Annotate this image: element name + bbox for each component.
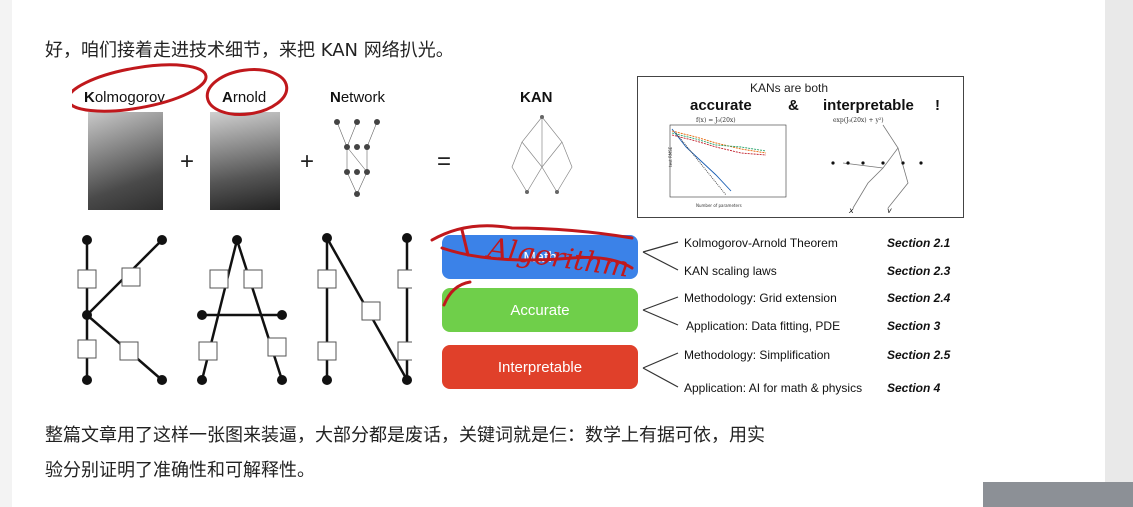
math-pill: Math (442, 235, 638, 279)
panel-accurate: accurate (690, 97, 752, 114)
panel-interpretable: interpretable (823, 97, 914, 114)
arnold-photo (210, 112, 280, 210)
scroll-gutter (1105, 0, 1133, 507)
kan-header: KAN (520, 89, 553, 106)
article-page: 好，咱们接着走进技术细节，来把 KAN 网络扒光。 Kolmogorov Arn… (12, 0, 1105, 507)
video-thumbnail[interactable] (983, 482, 1133, 507)
article-paragraph-2-cont: 验分别证明了准确性和可解释性。 (45, 460, 315, 481)
row-section: Section 2.5 (887, 348, 951, 362)
panel-exclaim: ! (935, 97, 940, 114)
panel-formula-left: f(x) = J₀(20x) (696, 117, 736, 124)
pill-arrows (642, 241, 679, 388)
interpretable-graph: x y (831, 124, 923, 213)
row-label: KAN scaling laws (684, 264, 777, 278)
plus-operator: + (180, 148, 195, 175)
var-x-label: x (848, 206, 854, 213)
row-section: Section 3 (887, 319, 941, 333)
kan-letters-diagram (77, 233, 412, 385)
var-y-label: y (886, 206, 892, 213)
kan-summary-panel: KANs are both accurate & interpretable !… (637, 76, 964, 218)
row-section: Section 2.3 (887, 264, 951, 278)
red-ink-annotations: Algorithm (72, 63, 634, 307)
interpretable-pill: Interpretable (442, 345, 638, 389)
kan-diagram (511, 115, 573, 194)
handwritten-algorithm: Algorithm (483, 231, 631, 284)
row-section: Section 4 (887, 381, 941, 395)
row-label: Methodology: Simplification (684, 348, 831, 362)
panel-ampersand: & (788, 97, 799, 114)
kolmogorov-photo (88, 112, 163, 210)
scaling-plot: Number of parameters test RMSE (668, 124, 787, 208)
plus-operator: + (300, 148, 315, 175)
arnold-header: Arnold (222, 89, 267, 106)
row-label: Application: AI for math & physics (684, 381, 863, 395)
row-label: Methodology: Grid extension (684, 291, 837, 305)
row-section: Section 2.1 (887, 236, 951, 250)
kolmogorov-header: Kolmogorov (84, 89, 165, 106)
scaling-plot-xlabel: Number of parameters (696, 203, 742, 208)
article-paragraph-1: 好，咱们接着走进技术细节，来把 KAN 网络扒光。 (45, 40, 454, 61)
network-header: Network (330, 89, 386, 106)
network-diagram (334, 119, 380, 197)
equals-operator: = (437, 148, 452, 175)
panel-formula-right: exp(J₀(20x) + y²) (833, 117, 884, 124)
article-paragraph-2: 整篇文章用了这样一张图来装逼，大部分都是废话，关键词就是仨：数学上有据可依，用实 (45, 425, 765, 446)
row-label: Kolmogorov-Arnold Theorem (684, 236, 838, 250)
kan-overview-figure: Kolmogorov Arnold Network KAN + + = (72, 63, 972, 410)
accurate-pill: Accurate (442, 288, 638, 332)
scaling-plot-ylabel: test RMSE (668, 146, 673, 167)
row-section: Section 2.4 (887, 291, 951, 305)
row-label: Application: Data fitting, PDE (686, 319, 841, 333)
panel-title: KANs are both (750, 81, 829, 95)
